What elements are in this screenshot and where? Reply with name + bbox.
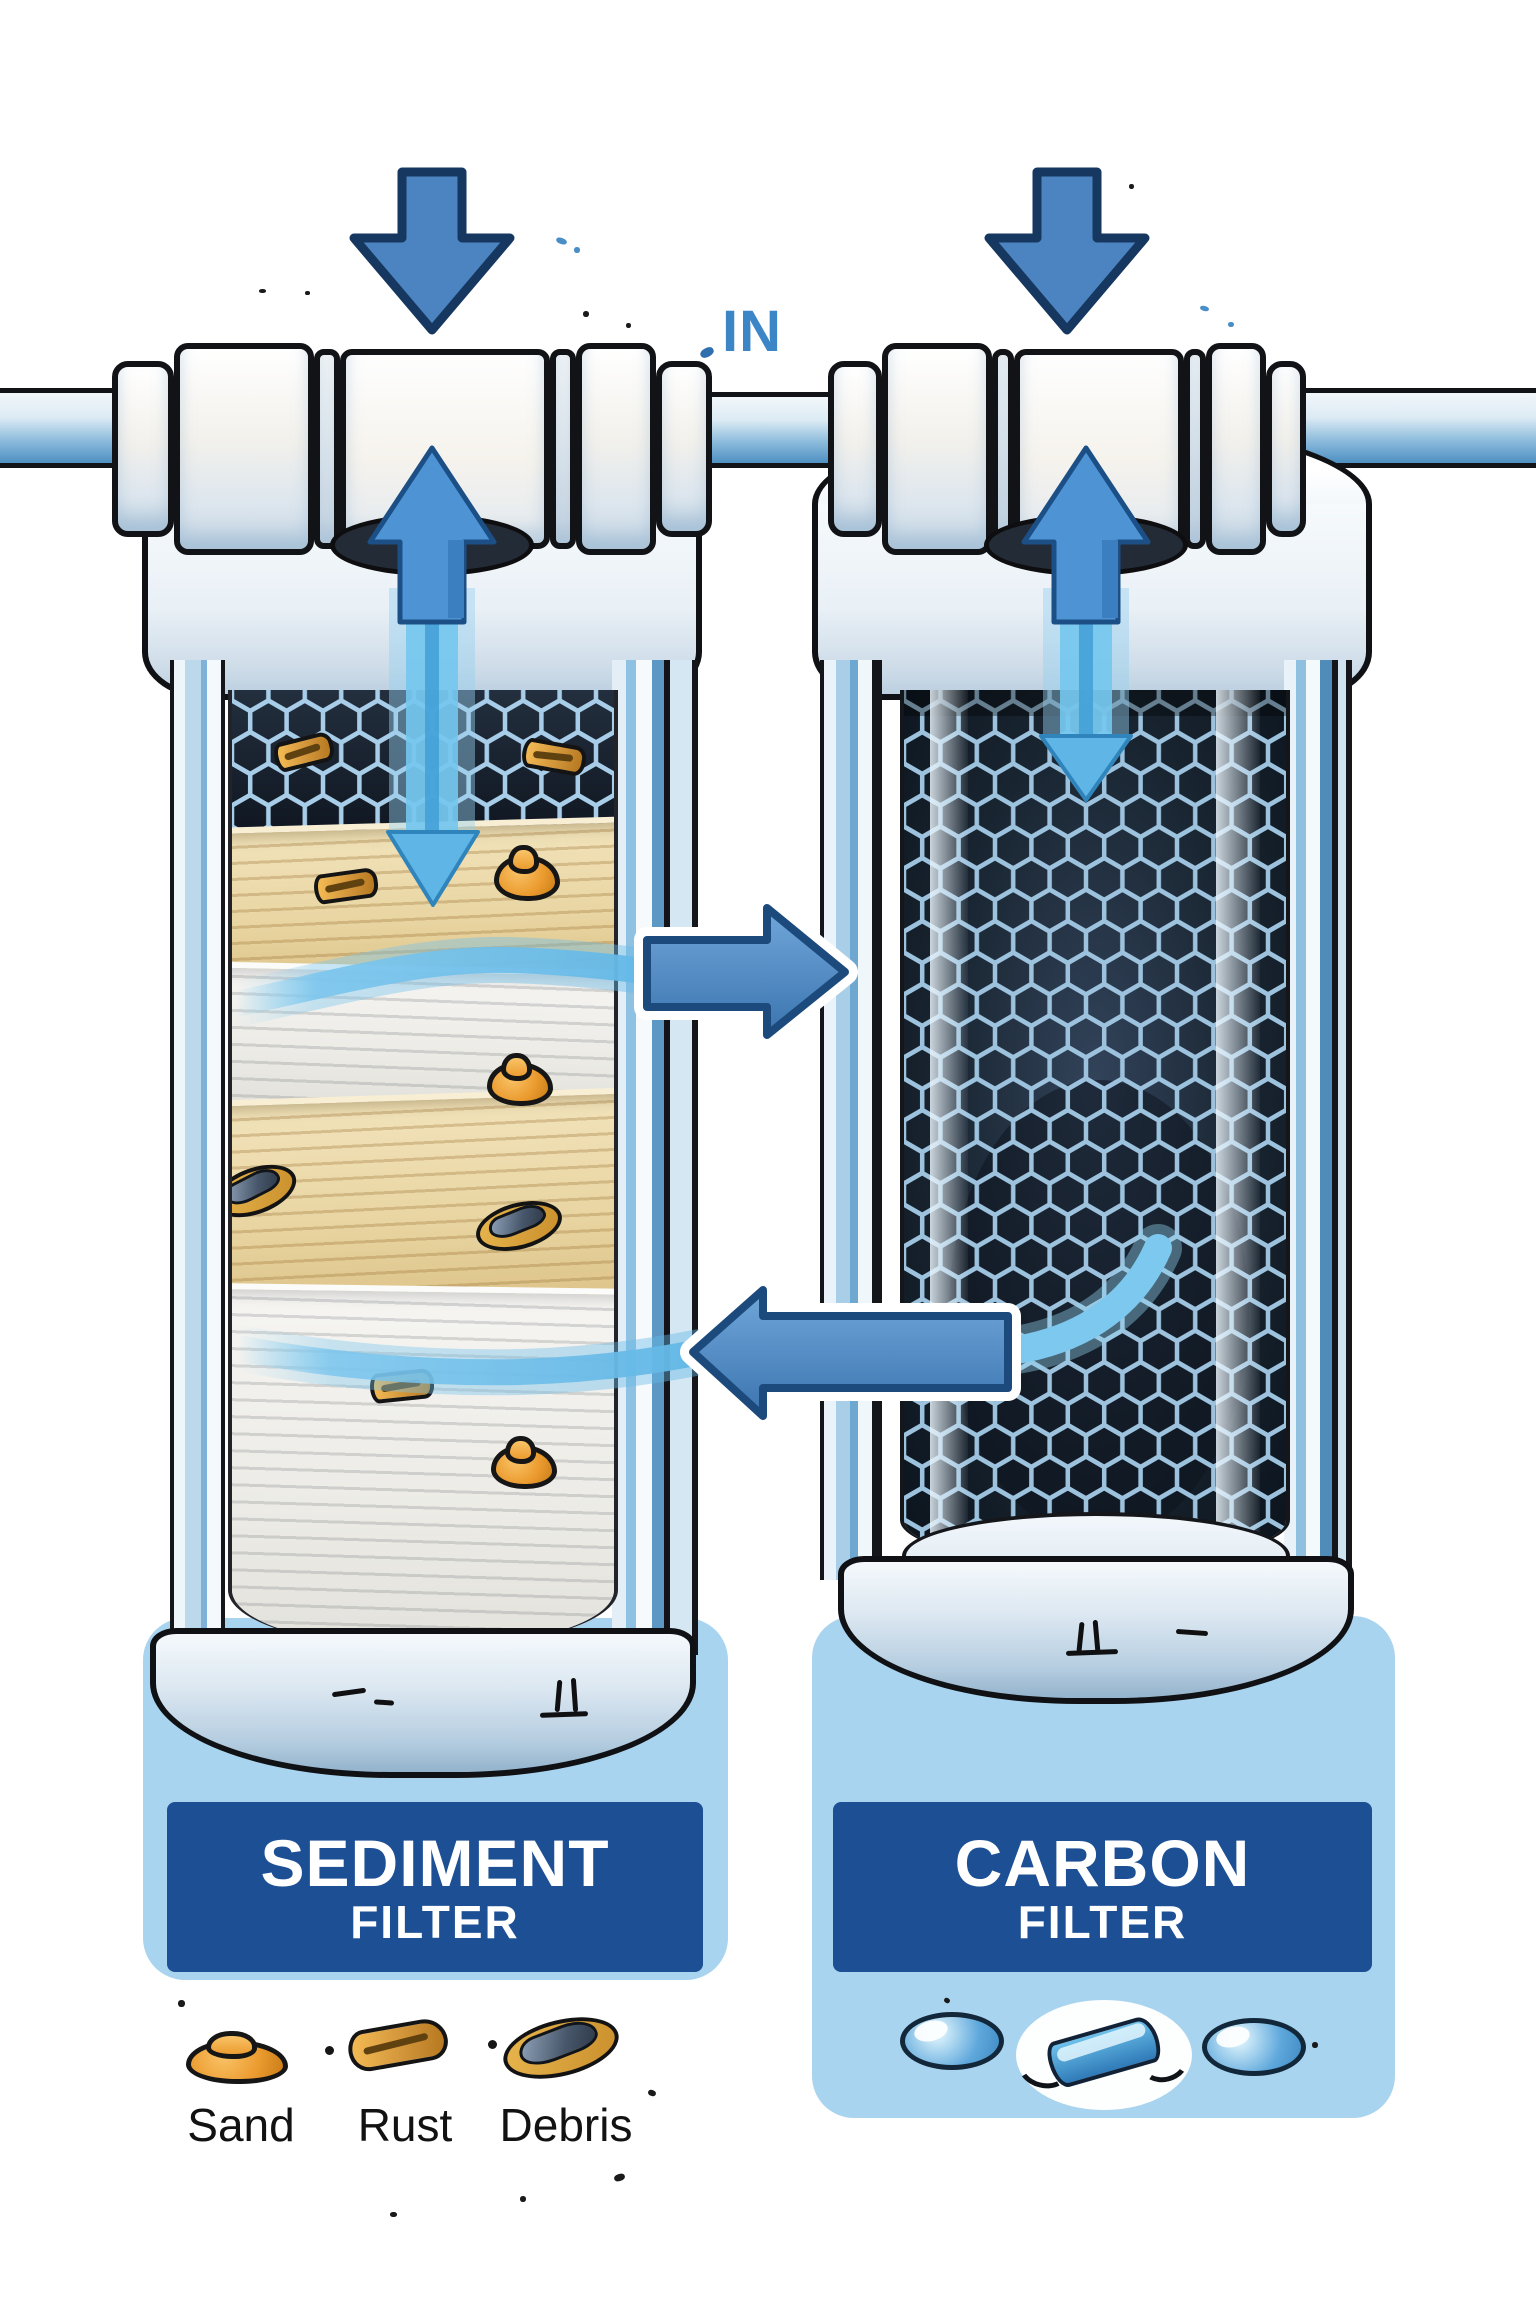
sand-particle <box>494 844 560 901</box>
sediment-cartridge <box>228 690 618 1648</box>
head-barrel <box>174 343 314 555</box>
legend-dot <box>325 2046 334 2055</box>
ink-speckle <box>305 291 310 295</box>
sediment-subtitle: FILTER <box>350 1895 520 1948</box>
head-barrel <box>1206 343 1266 555</box>
carbon-disc-icon <box>900 2012 1004 2096</box>
glass-wall-left <box>820 660 882 1580</box>
in-label: IN <box>722 299 782 364</box>
pipe-flange <box>112 361 174 537</box>
ink-speckle <box>520 2196 526 2202</box>
sediment-layer-tan <box>232 816 614 986</box>
ink-speckle <box>259 289 266 293</box>
sand-icon <box>186 2012 296 2092</box>
rust-icon <box>345 2014 452 2076</box>
glass-wall-left <box>170 660 225 1655</box>
ink-speckle <box>583 311 589 317</box>
ink-speckle <box>178 2000 185 2007</box>
ink-speckle <box>626 323 631 328</box>
flow-right-arrow-icon <box>634 895 858 1048</box>
pipe-right-stub <box>1300 388 1536 468</box>
head-rib <box>550 349 576 549</box>
carbon-block-icon <box>1013 2000 1192 2110</box>
honeycomb-mesh <box>904 690 1286 1560</box>
sediment-title: SEDIMENT <box>260 1826 610 1901</box>
carbon-label-box: CARBON FILTER <box>833 1802 1372 1972</box>
ink-speckle <box>647 2088 657 2098</box>
ink-speckle <box>1228 322 1234 327</box>
legend-label-sand: Sand <box>187 2099 295 2151</box>
sediment-cap-port <box>330 514 534 576</box>
sand-particle <box>491 1435 557 1489</box>
ink-speckle <box>613 2172 626 2183</box>
pipe-flange <box>656 361 712 537</box>
ink-speckle <box>1312 2042 1318 2048</box>
pipe-flange <box>828 361 882 537</box>
carbon-disc-icon <box>1202 2018 1306 2102</box>
sediment-label-box: SEDIMENT FILTER <box>167 1802 703 1972</box>
head-rib <box>992 349 1014 549</box>
carbon-cap-port <box>984 514 1188 576</box>
head-rib <box>314 349 340 549</box>
legend-label-rust: Rust <box>357 2099 453 2151</box>
glass-wall-right <box>612 660 698 1655</box>
debris-icon <box>496 2006 628 2092</box>
carbon-title: CARBON <box>954 1826 1251 1901</box>
ink-speckle <box>390 2212 397 2217</box>
pipe-connector <box>692 392 840 468</box>
ink-speckle <box>1199 304 1210 313</box>
head-barrel <box>882 343 992 555</box>
head-barrel <box>576 343 656 555</box>
ink-speckle <box>555 236 568 246</box>
head-rib <box>1184 349 1206 549</box>
sediment-bottom-cup <box>150 1628 696 1778</box>
ink-speckle <box>1129 184 1134 189</box>
legend-dot <box>488 2040 497 2049</box>
pipe-flange <box>1266 361 1306 537</box>
sediment-layer-white <box>232 1283 614 1648</box>
glass-wall-right <box>1284 660 1352 1580</box>
sand-particle <box>487 1052 553 1106</box>
carbon-media <box>900 690 1290 1560</box>
legend-label-debris: Debris <box>499 2099 633 2151</box>
ink-speckle <box>574 247 580 253</box>
carbon-subtitle: FILTER <box>1017 1895 1188 1948</box>
